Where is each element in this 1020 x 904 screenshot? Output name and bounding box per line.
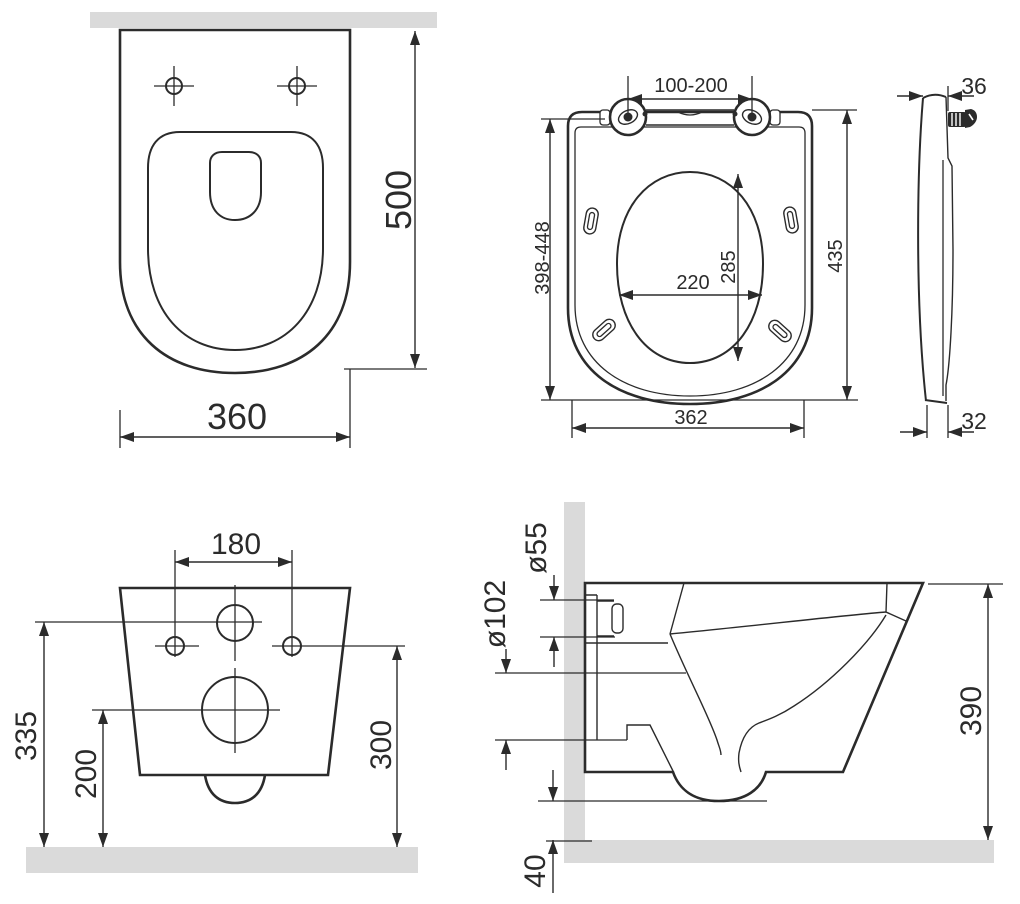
dim-rear-thickness: 32 [900, 405, 987, 438]
flush-opening-path [209, 151, 262, 222]
dim-hole-spacing: 180 [174, 528, 293, 657]
hinge-bar-lines [646, 109, 734, 126]
seat-side-view: 36 32 [897, 73, 987, 438]
lid-notch-arc [677, 111, 703, 116]
seat-profile-top [922, 93, 947, 99]
seat-lid-inner-line [574, 126, 806, 397]
rear-view: 180 335 200 300 [10, 528, 418, 873]
outlet-hole [92, 668, 280, 753]
floor-surface-left [26, 847, 418, 873]
dim-depth-500-label: 500 [378, 170, 419, 230]
dim-total-length-label: 435 [825, 239, 847, 272]
dim-front-thickness-label: 36 [961, 73, 987, 99]
hinge-right [732, 97, 772, 137]
pipe-extension-lines [495, 599, 686, 741]
hinge-bolt [948, 109, 977, 128]
dim-hole-height: 300 [365, 646, 402, 847]
dim-trap-clearance: 40 [519, 770, 558, 893]
seat-profile-bottom [924, 399, 948, 404]
mount-mark-right [277, 66, 317, 106]
dim-inlet-diameter: ø55 [520, 522, 559, 667]
dim-outlet-diameter: ø102 [479, 580, 512, 770]
mount-hole-left [155, 636, 199, 656]
wall-surface-side [564, 502, 585, 840]
dim-total-height-label: 390 [955, 686, 988, 736]
bowl-section-lines [585, 582, 907, 773]
bowl-outline-path [118, 28, 352, 375]
dim-outlet-diameter-label: ø102 [479, 580, 512, 648]
dim-mounting-range-label: 398-448 [532, 221, 554, 294]
dim-opening-width-label: 220 [676, 272, 709, 294]
dim-seat-width: 362 [571, 400, 805, 438]
dim-outlet-height: 200 [70, 710, 108, 847]
seat-bumpers [583, 206, 799, 343]
dim-opening-depth-label: 285 [718, 250, 740, 283]
dim-seat-width-label: 362 [674, 407, 707, 429]
seat-top-view: 100-200 398-448 435 220 285 362 [532, 75, 858, 438]
dim-inlet-height: 335 [10, 622, 49, 847]
hinge-left [608, 97, 648, 137]
dim-width-360: 360 [119, 369, 351, 448]
trap-bump-arc [203, 774, 267, 805]
side-body-outline [583, 581, 925, 803]
rear-body-outline [118, 586, 352, 777]
dim-outlet-height-label: 200 [70, 749, 103, 799]
dim-hole-spacing-label: 180 [211, 528, 261, 561]
dim-hole-height-label: 300 [365, 720, 398, 770]
seat-profile-back [945, 96, 954, 401]
hinge-tab-left [599, 109, 611, 126]
hinge-tab-right [769, 109, 781, 126]
seat-profile-front [917, 97, 927, 402]
dim-opening-depth: 285 [718, 174, 743, 361]
dim-trap-clearance-label: 40 [519, 854, 552, 887]
seat-opening-path [615, 170, 765, 365]
mount-mark-left [154, 66, 194, 106]
dim-depth-500: 500 [344, 31, 427, 370]
side-view: ø55 ø102 40 390 [479, 502, 1003, 893]
wall-surface [90, 12, 437, 28]
seat-lid-outline-path [566, 110, 814, 406]
dim-total-length: 435 [812, 109, 857, 400]
top-view: 500 360 [90, 12, 437, 448]
dim-width-360-label: 360 [207, 396, 267, 437]
floor-surface-right [564, 840, 994, 863]
inlet-hole [35, 585, 262, 661]
seat-rim-path [147, 131, 324, 352]
dim-mounting-range: 398-448 [532, 118, 605, 400]
dim-total-height: 390 [955, 584, 993, 840]
dim-hinge-spacing: 100-200 [627, 75, 753, 117]
dim-inlet-diameter-label: ø55 [520, 522, 553, 574]
dim-front-thickness: 36 [897, 73, 987, 111]
dim-hinge-spacing-label: 100-200 [654, 75, 727, 97]
dim-rear-thickness-label: 32 [961, 408, 987, 434]
dim-inlet-height-label: 335 [10, 711, 43, 761]
